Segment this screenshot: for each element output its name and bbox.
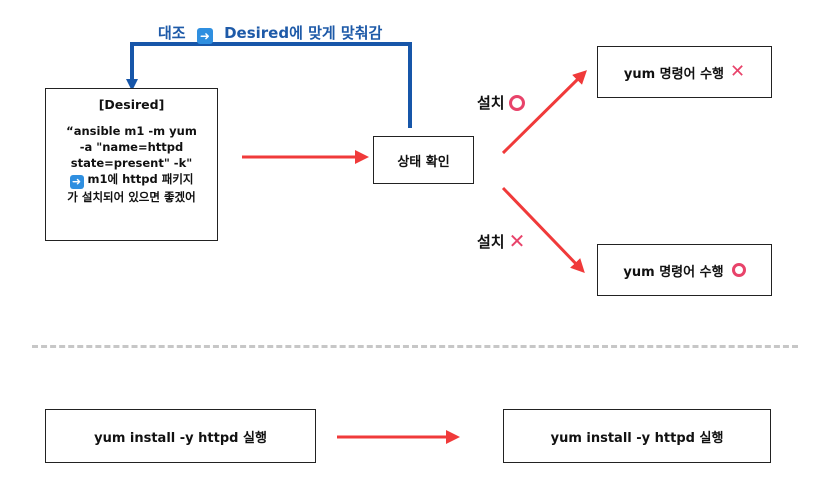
status-to-top-result-arrow: [501, 70, 587, 155]
status-to-bottom-result-arrow: [501, 186, 585, 274]
circle-o-icon: [508, 94, 525, 112]
desired-line-4: m1에 httpd 패키지: [87, 172, 194, 186]
installed-branch-label: 설치: [477, 92, 525, 113]
feedback-label-suffix: Desired에 맞게 맞춰감: [224, 24, 383, 42]
desired-line-3: state=present" -k": [70, 156, 193, 170]
bottom-result-label: yum 명령어 수행: [623, 264, 724, 280]
desired-line-2: -a "name=httpd: [79, 140, 184, 154]
not-installed-branch-label: 설치 ✕: [477, 229, 525, 253]
desired-line-4-row: ➜ m1에 httpd 패키지: [66, 171, 197, 189]
command-box-left: yum install -y httpd 실행: [45, 409, 316, 463]
desired-state-box: [Desired] “ansible m1 -m yum -a "name=ht…: [45, 88, 218, 241]
section-divider: [32, 345, 798, 348]
command-left-label: yum install -y httpd 실행: [94, 430, 267, 446]
status-check-box: 상태 확인: [373, 136, 474, 184]
cross-x-icon: ✕: [508, 229, 526, 253]
feedback-loop-arrow: [126, 42, 412, 128]
top-result-label: yum 명령어 수행: [623, 66, 725, 82]
circle-o-icon: [731, 261, 746, 279]
desired-body: “ansible m1 -m yum -a "name=httpd state=…: [58, 123, 205, 205]
desired-title: [Desired]: [98, 97, 165, 112]
status-check-label: 상태 확인: [397, 154, 450, 170]
top-result-box: yum 명령어 수행 ✕: [597, 46, 772, 98]
right-arrow-icon: ➜: [196, 28, 213, 44]
command-box-right: yum install -y httpd 실행: [503, 409, 771, 463]
installed-label-text: 설치: [477, 94, 505, 112]
feedback-label-prefix: 대조: [158, 24, 186, 42]
bottom-result-box: yum 명령어 수행: [597, 244, 772, 296]
command-right-label: yum install -y httpd 실행: [550, 430, 724, 446]
not-installed-label-text: 설치: [477, 232, 505, 251]
right-arrow-icon: ➜: [69, 175, 84, 189]
desired-line-1: “ansible m1 -m yum: [66, 124, 197, 138]
cross-x-icon: ✕: [730, 61, 746, 82]
desired-line-5: 가 설치되어 있으면 좋겠어: [67, 190, 196, 204]
feedback-label: 대조 ➜ Desired에 맞게 맞춰감: [158, 22, 382, 44]
